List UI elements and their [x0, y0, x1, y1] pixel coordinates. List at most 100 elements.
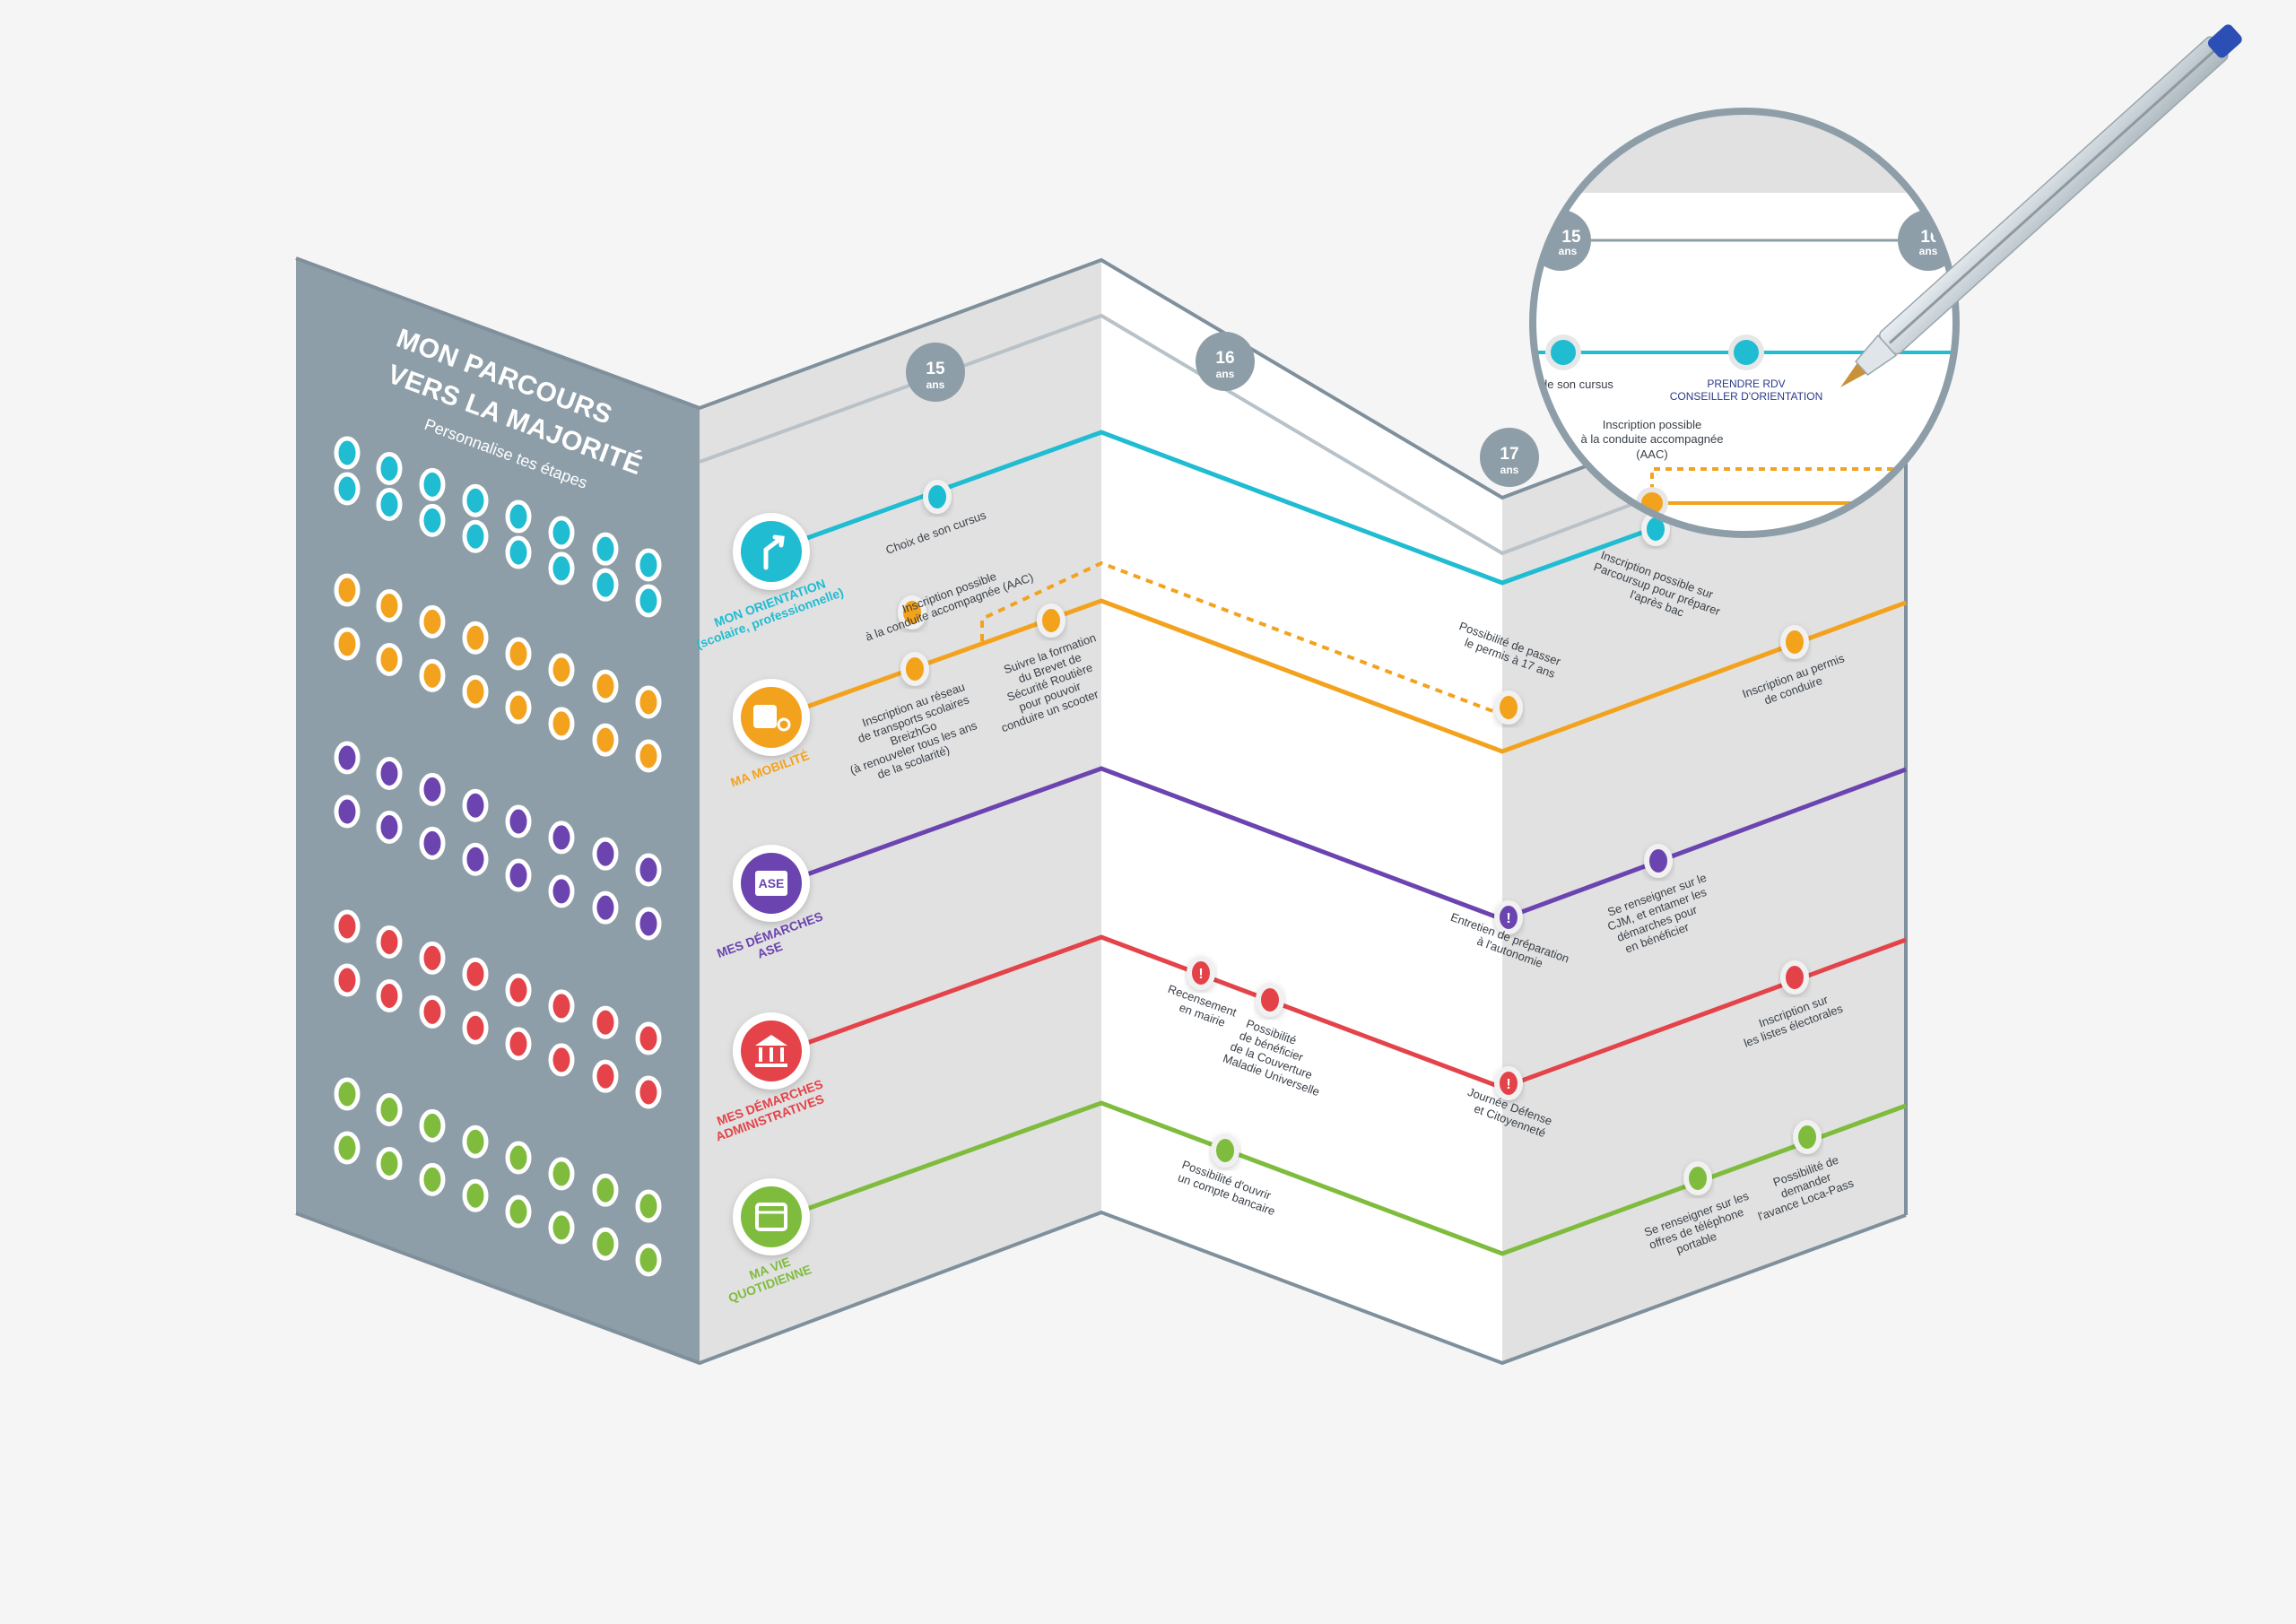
sticker-dot-quotidienne: [462, 1178, 489, 1212]
zoom-orientation-dot-1: [1545, 334, 1581, 370]
sticker-dot-administratives: [592, 1005, 619, 1039]
zoom-aac-line1: Inscription possible: [1603, 418, 1702, 431]
sticker-dot-administratives: [635, 1021, 662, 1055]
milestone-dot-admin_2: [1256, 983, 1284, 1017]
sticker-dot-ase: [376, 810, 403, 844]
alert-icon: !: [1506, 911, 1510, 926]
sticker-dot-ase: [635, 907, 662, 941]
sticker-dot-orientation: [376, 451, 403, 485]
zoom-left-label: de son cursus: [1541, 378, 1613, 391]
pen-cone: [1855, 334, 1898, 377]
sticker-dot-orientation: [462, 519, 489, 553]
sticker-dot-mobilite: [462, 621, 489, 655]
ase-glyph-text: ASE: [759, 876, 785, 890]
age-badge: [1480, 428, 1539, 487]
sticker-dot-mobilite: [462, 674, 489, 708]
milestone-dot-mobilite_1: [900, 652, 929, 686]
sticker-dot-quotidienne: [592, 1173, 619, 1207]
sticker-dot-mobilite: [505, 637, 532, 671]
milestone-dot-mobilite_4: [1780, 625, 1809, 659]
sticker-dot-ase: [592, 837, 619, 871]
timeline-administratives-line: [794, 934, 1907, 1090]
sticker-dot-administratives: [376, 925, 403, 959]
age-unit: ans: [1216, 368, 1235, 380]
sticker-dot-administratives: [505, 1027, 532, 1061]
signpost-arrow-icon: [741, 521, 802, 582]
sticker-dot-orientation: [334, 436, 361, 470]
sticker-dot-orientation: [505, 535, 532, 569]
sticker-dot-orientation: [419, 467, 446, 501]
alert-icon: !: [1198, 967, 1203, 982]
zoom-age-right-unit: ans: [1919, 245, 1938, 257]
sticker-dot-mobilite: [419, 658, 446, 692]
sticker-dot-mobilite: [548, 653, 575, 687]
sticker-dot-ase: [548, 821, 575, 855]
milestone-dot-ase_2: [1644, 844, 1673, 878]
sticker-dot-mobilite: [505, 690, 532, 725]
sticker-dot-quotidienne: [505, 1194, 532, 1229]
sticker-dot-administratives: [505, 973, 532, 1007]
sticker-dot-administratives: [419, 994, 446, 1029]
sticker-dot-quotidienne: [376, 1146, 403, 1180]
sticker-dot-ase: [376, 756, 403, 790]
zoom-aac-line3: (AAC): [1636, 447, 1667, 461]
milestone-dot-mobilite_2: [1037, 604, 1065, 638]
sticker-dot-mobilite: [592, 723, 619, 757]
brochure-outline-bottom: [295, 1210, 1907, 1366]
bike-wheel-glyph: [777, 717, 791, 732]
zoom-written-line1: PRENDRE RDV: [1707, 378, 1785, 390]
age-badge: [1196, 332, 1255, 391]
milestone-dot-admin_4: [1780, 960, 1809, 994]
sticker-dot-mobilite: [376, 642, 403, 676]
sticker-dot-ase: [334, 795, 361, 829]
pen-ink-tube: [1888, 50, 2215, 344]
sticker-dot-orientation: [548, 516, 575, 550]
sticker-dot-quotidienne: [635, 1189, 662, 1223]
milestone-dot-ase_1: [1494, 900, 1523, 934]
sticker-dot-quotidienne: [376, 1092, 403, 1126]
sticker-dot-orientation: [334, 472, 361, 506]
timeline-ase-line: [794, 766, 1907, 922]
zoom-age-left-unit: ans: [1559, 245, 1578, 257]
sticker-dot-orientation: [505, 499, 532, 534]
panel-2-white: [1101, 260, 1502, 1363]
sticker-dot-ase: [462, 788, 489, 822]
alert-icon: !: [1506, 1077, 1510, 1092]
sticker-dot-administratives: [548, 989, 575, 1023]
signpost-arrow-glyph: [763, 534, 785, 570]
sticker-dot-orientation: [592, 532, 619, 566]
panel-3: [1502, 345, 1906, 1363]
town-hall-glyph: [755, 1035, 787, 1067]
milestone-dot-admin_3: [1494, 1066, 1523, 1100]
sticker-dot-administratives: [419, 941, 446, 975]
sticker-dot-orientation: [635, 584, 662, 618]
milestone-dot-quot_1: [1211, 1133, 1239, 1168]
sticker-dot-quotidienne: [505, 1141, 532, 1175]
aac-dashed-line: [980, 560, 1510, 716]
sticker-dot-ase: [334, 741, 361, 775]
sticker-dot-quotidienne: [548, 1157, 575, 1191]
sticker-dot-orientation: [419, 503, 446, 537]
age-number: 17: [1500, 445, 1518, 464]
sticker-dot-administratives: [462, 957, 489, 991]
sticker-dot-ase: [505, 858, 532, 892]
milestone-dot-quot_2: [1683, 1161, 1712, 1195]
sticker-dot-mobilite: [548, 707, 575, 741]
sticker-dot-quotidienne: [334, 1131, 361, 1165]
sticker-dot-quotidienne: [462, 1125, 489, 1159]
sticker-dot-mobilite: [334, 573, 361, 607]
ase-folder-glyph: [755, 871, 787, 896]
bus-glyph: [753, 705, 777, 728]
sticker-dot-mobilite: [635, 685, 662, 719]
sticker-dot-quotidienne: [548, 1211, 575, 1245]
sticker-dot-mobilite: [334, 627, 361, 661]
calendar-icon: [741, 1186, 802, 1247]
milestone-dot-mobilite_aac: [898, 595, 926, 630]
milestone-dot-admin_1: [1187, 956, 1215, 990]
sticker-dot-mobilite: [376, 588, 403, 622]
sticker-grid: [334, 436, 662, 1277]
milestone-dot-mobilite_3: [1494, 690, 1523, 725]
sticker-dot-ase: [592, 890, 619, 925]
sticker-dot-ase: [419, 772, 446, 806]
zoom-aac-dashed: [1650, 467, 1956, 502]
